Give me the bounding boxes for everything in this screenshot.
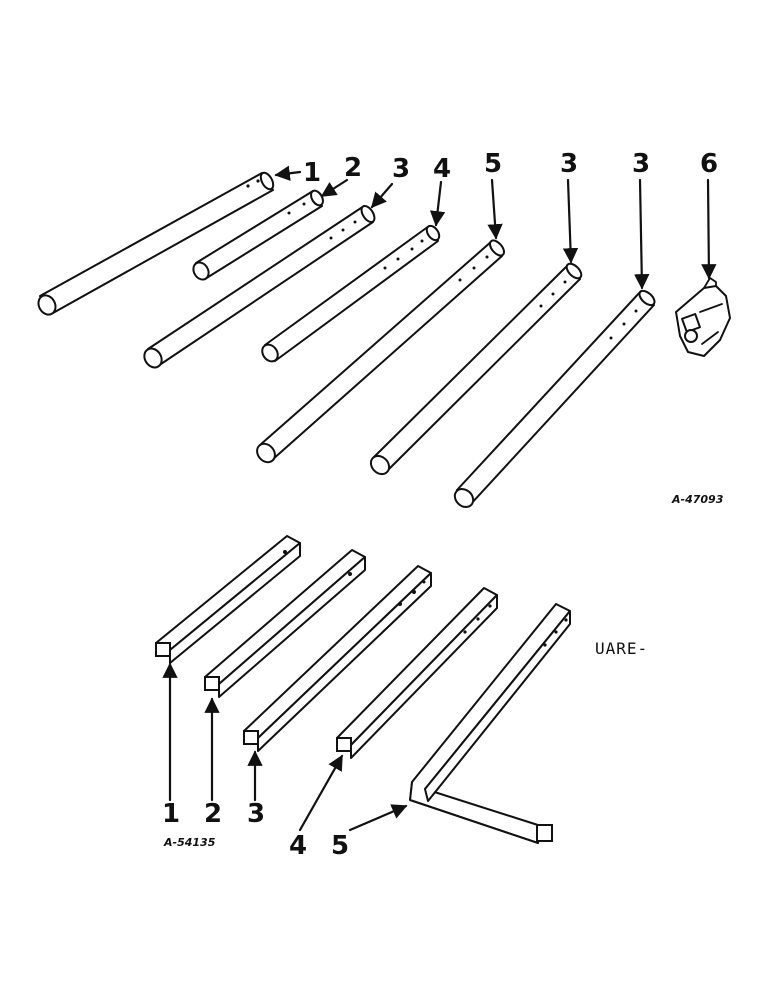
callout-top-1: 1 [303,158,321,188]
clamp-part-6 [675,277,731,357]
callout-bottom-5: 5 [331,831,349,861]
leader-top-3a [370,182,394,209]
leader-top-6 [701,178,717,280]
tube-1 [37,171,275,316]
callout-top-6: 6 [700,149,718,179]
reference-bottom: A-54135 [163,836,216,849]
callout-bottom-2: 2 [204,799,222,829]
tube-3b [369,262,583,476]
bent-bar-5 [409,603,571,844]
tube-3c [453,289,656,508]
reference-top: A-47093 [671,493,724,506]
callout-top-4: 4 [433,154,451,184]
callout-bottom-1: 1 [162,799,180,829]
leader-top-3b [562,178,579,264]
callout-bottom-3: 3 [247,799,265,829]
leader-bottom-5 [348,804,408,832]
top-group: 1 2 3 4 5 3 3 6 A-47093 [37,149,731,508]
callout-top-3a: 3 [392,154,410,184]
leader-bottom-4 [298,754,344,832]
tube-3a [143,204,376,369]
leader-top-2 [320,178,349,198]
tube-5 [256,239,506,464]
square-bar-1 [155,535,301,664]
leader-top-4 [429,180,446,227]
square-bar-3 [243,565,432,752]
square-bar-4 [336,587,498,759]
tube-4 [261,224,441,363]
fragment-text: UARE- [595,639,648,658]
tube-2 [192,189,324,281]
callout-top-3c: 3 [632,149,650,179]
bottom-group: 1 2 3 4 5 A-54135 UARE- [155,535,648,861]
callout-top-2: 2 [344,153,362,183]
leader-top-1 [274,165,302,181]
callout-bottom-4: 4 [289,831,307,861]
square-bar-2 [204,549,366,698]
callout-top-3b: 3 [560,149,578,179]
leader-top-5 [487,178,503,240]
leader-top-3c [634,178,650,290]
callout-top-5: 5 [484,149,502,179]
